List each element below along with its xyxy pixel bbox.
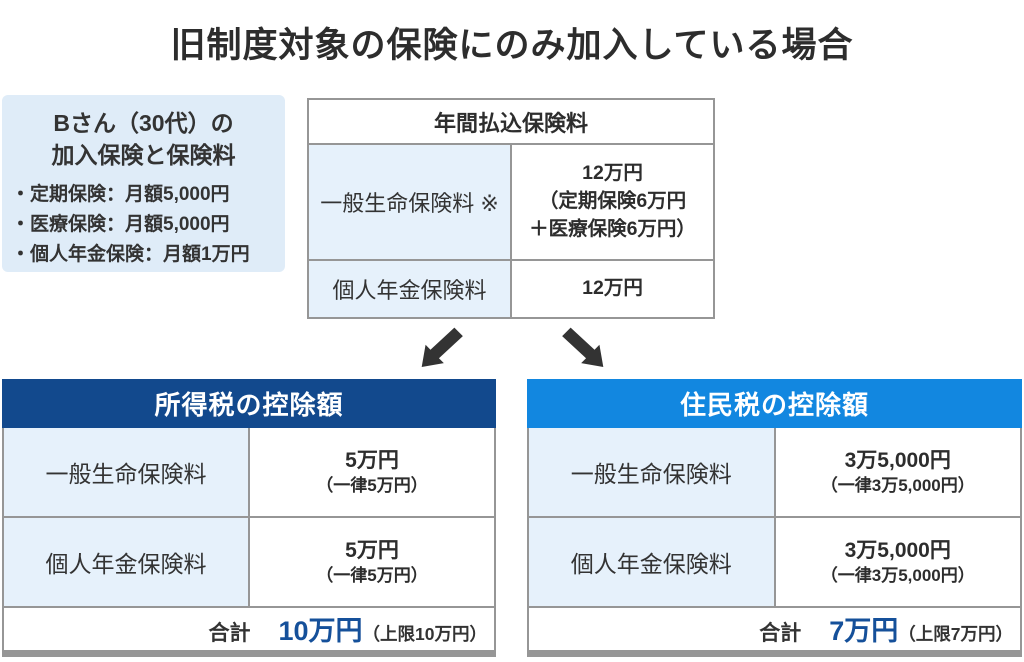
resident-tax-header: 住民税の控除額 <box>527 379 1022 428</box>
annual-row1-value-line2: （定期保険6万円 <box>538 190 687 213</box>
resident-tax-row1-value-main: 3万5,000円 <box>844 449 951 473</box>
income-tax-total-label: 合計 <box>208 622 251 646</box>
annual-table-row-general-life: 一般生命保険料 ※ 12万円 （定期保険6万円 ＋医療保険6万円） <box>307 143 715 261</box>
income-tax-total-note: （上限10万円） <box>362 624 487 645</box>
resident-tax-row1-label: 一般生命保険料 <box>527 426 776 518</box>
annual-table-header-row: 年間払込保険料 <box>307 98 715 145</box>
arrow-down-right-icon <box>559 326 607 371</box>
resident-tax-row2-label: 個人年金保険料 <box>527 516 776 608</box>
info-box-title-line2: 加入保険と保険料 <box>51 141 236 168</box>
income-tax-row2-label: 個人年金保険料 <box>2 516 250 608</box>
annual-row2-value: 12万円 <box>510 259 715 319</box>
annual-premium-table: 年間払込保険料 一般生命保険料 ※ 12万円 （定期保険6万円 ＋医療保険6万円… <box>307 98 715 319</box>
resident-tax-total-cell: 合計 7万円 （上限7万円） <box>527 606 1022 654</box>
income-tax-total-cell: 合計 10万円 （上限10万円） <box>2 606 496 654</box>
resident-tax-row2-value-sub: （一律3万5,000円） <box>820 565 975 585</box>
annual-row1-value-line3: ＋医療保険6万円） <box>529 217 696 240</box>
income-tax-row2-value: 5万円 （一律5万円） <box>248 516 496 608</box>
resident-tax-row2-value-main: 3万5,000円 <box>844 539 951 563</box>
resident-tax-header-row: 住民税の控除額 <box>527 379 1022 428</box>
info-box-title: Bさん（30代）の 加入保険と保険料 <box>2 108 285 171</box>
annual-row1-label: 一般生命保険料 ※ <box>307 143 512 261</box>
annual-row2-label: 個人年金保険料 <box>307 259 512 319</box>
info-box: Bさん（30代）の 加入保険と保険料 ・定期保険：月額5,000円 ・医療保険：… <box>2 95 285 272</box>
resident-tax-total-label: 合計 <box>759 622 802 646</box>
resident-tax-total-note: （上限7万円） <box>898 624 1013 645</box>
income-tax-header: 所得税の控除額 <box>2 379 496 428</box>
income-tax-row2-value-sub: （一律5万円） <box>316 565 428 585</box>
resident-tax-total-value: 7万円 <box>829 616 899 647</box>
income-tax-total-row: 合計 10万円 （上限10万円） <box>2 606 496 654</box>
info-item-medical-insurance: ・医療保険：月額5,000円 <box>11 214 230 236</box>
resident-tax-row-pension: 個人年金保険料 3万5,000円 （一律3万5,000円） <box>527 516 1022 608</box>
page-title: 旧制度対象の保険にのみ加入している場合 <box>170 26 854 65</box>
annual-table-row-pension: 個人年金保険料 12万円 <box>307 259 715 319</box>
income-tax-row-pension: 個人年金保険料 5万円 （一律5万円） <box>2 516 496 608</box>
info-box-title-line1: Bさん（30代）の <box>53 110 234 136</box>
income-tax-deduction-table: 所得税の控除額 一般生命保険料 5万円 （一律5万円） 個人年金保険料 5万円 … <box>2 379 496 657</box>
arrow-down-left-icon <box>418 326 466 371</box>
income-tax-row1-value: 5万円 （一律5万円） <box>248 426 496 518</box>
income-tax-row1-value-sub: （一律5万円） <box>316 475 428 495</box>
info-item-pension-insurance: ・個人年金保険：月額1万円 <box>11 244 250 266</box>
info-list: ・定期保険：月額5,000円 ・医療保険：月額5,000円 ・個人年金保険：月額… <box>2 180 285 269</box>
resident-tax-row2-value: 3万5,000円 （一律3万5,000円） <box>773 516 1022 608</box>
income-tax-total-value: 10万円 <box>278 616 363 647</box>
resident-tax-total-row: 合計 7万円 （上限7万円） <box>527 606 1022 654</box>
income-tax-row2-value-main: 5万円 <box>345 539 399 563</box>
annual-table-header: 年間払込保険料 <box>307 98 715 145</box>
income-tax-row1-value-main: 5万円 <box>345 449 399 473</box>
info-item-term-insurance: ・定期保険：月額5,000円 <box>11 184 230 206</box>
income-tax-row1-label: 一般生命保険料 <box>2 426 250 518</box>
resident-tax-row-general-life: 一般生命保険料 3万5,000円 （一律3万5,000円） <box>527 426 1022 518</box>
resident-tax-row1-value-sub: （一律3万5,000円） <box>820 475 975 495</box>
income-tax-header-row: 所得税の控除額 <box>2 379 496 428</box>
annual-row1-value: 12万円 （定期保険6万円 ＋医療保険6万円） <box>510 143 715 261</box>
resident-tax-row1-value: 3万5,000円 （一律3万5,000円） <box>773 426 1022 518</box>
annual-row1-value-line1: 12万円 <box>582 162 643 185</box>
income-tax-row-general-life: 一般生命保険料 5万円 （一律5万円） <box>2 426 496 518</box>
resident-tax-deduction-table: 住民税の控除額 一般生命保険料 3万5,000円 （一律3万5,000円） 個人… <box>527 379 1022 657</box>
